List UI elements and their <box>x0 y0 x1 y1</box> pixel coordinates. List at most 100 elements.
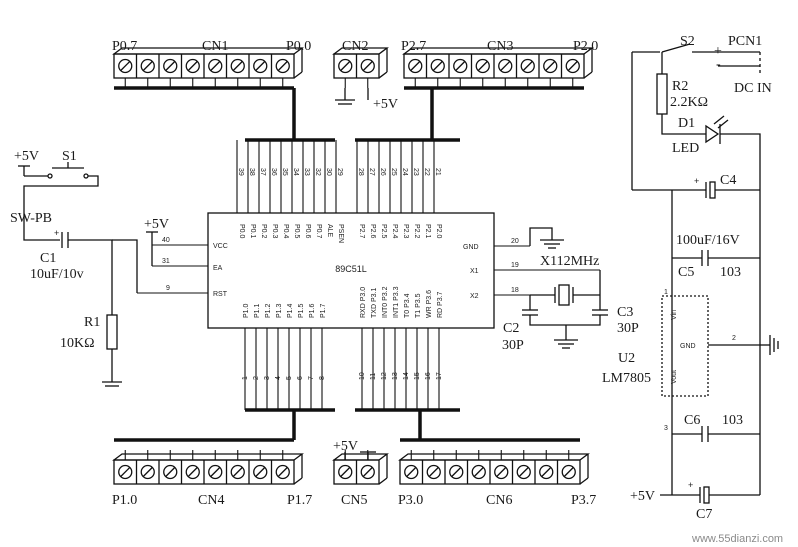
terminal-screw-icon <box>543 58 558 74</box>
terminal-screw-icon <box>275 464 290 480</box>
terminal-screw-icon <box>565 58 580 74</box>
terminal-screw-icon <box>230 58 245 74</box>
mcu-pin-x2: X2 <box>470 293 479 300</box>
reg-pin3: 3 <box>664 425 668 432</box>
cn5-name: CN5 <box>341 493 367 508</box>
mcu-pin-num-19: 19 <box>511 262 519 269</box>
cn2-name: CN2 <box>342 39 368 54</box>
mcu-pin-number: 25 <box>390 168 397 176</box>
mcu-pin-label: P1.3 <box>276 303 283 318</box>
watermark: www.55dianzi.com <box>691 533 783 545</box>
c3-value: 30P <box>617 321 639 336</box>
c2-capacitor-icon <box>522 309 538 316</box>
mcu-pin-label: P1.7 <box>320 303 327 318</box>
mcu-pin-number: 26 <box>379 168 386 176</box>
mcu-pin-number: 13 <box>392 372 399 380</box>
cn4-left-label: P1.0 <box>112 493 137 508</box>
minus-label: - <box>716 57 721 72</box>
cn3-right-label: P2.0 <box>573 39 598 54</box>
r2-label: R2 <box>672 79 688 94</box>
mcu-pin-label: ALE <box>326 224 333 238</box>
u2-label: U2 <box>618 351 635 366</box>
terminal-screw-icon <box>404 464 419 480</box>
reg-vin: Vin <box>671 310 678 320</box>
cn6-right-label: P3.7 <box>571 493 596 508</box>
terminal-screw-icon <box>430 58 445 74</box>
mcu-pin-number: 6 <box>297 376 304 380</box>
terminal-screw-icon <box>275 58 290 74</box>
cn5-vcc-label: +5V <box>333 439 358 454</box>
terminal-screw-icon <box>426 464 441 480</box>
c1-capacitor-icon: + <box>54 228 69 248</box>
terminal-screw-icon <box>185 464 200 480</box>
mcu-name: 89C51L <box>335 264 367 274</box>
mcu-pin-x1: X1 <box>470 268 479 275</box>
mcu-pin-label: P0.0 <box>238 224 245 239</box>
mcu-pin-number: 35 <box>281 168 288 176</box>
cn6-left-label: P3.0 <box>398 493 423 508</box>
terminal-screw-icon <box>475 58 490 74</box>
mcu-pin-label: INT0 P3.2 <box>382 286 389 318</box>
svg-text:+: + <box>688 480 693 490</box>
mcu-pin-num-20: 20 <box>511 238 519 245</box>
reg-pin1: 1 <box>664 289 668 296</box>
mcu-pin-number: 15 <box>414 372 421 380</box>
mcu-pin-number: 16 <box>425 372 432 380</box>
mcu-pin-number: 32 <box>314 168 321 176</box>
crystal-icon <box>554 284 574 306</box>
mcu-pin-label: P0.5 <box>293 224 300 239</box>
reg-vout: Vout <box>671 370 678 384</box>
r1-label: R1 <box>84 315 100 330</box>
mcu-pin-number: 7 <box>308 376 315 380</box>
c1-value: 10uF/10v <box>30 267 84 282</box>
mcu-pin-number: 21 <box>434 168 441 176</box>
reg-gnd: GND <box>680 343 696 350</box>
cn1-right-label: P0.0 <box>286 39 311 54</box>
mcu-pin-label: TXD P3.1 <box>371 288 378 318</box>
mcu-pin-label: P2.7 <box>358 224 365 239</box>
terminal-screw-icon <box>498 58 513 74</box>
c2-label: C2 <box>503 321 519 336</box>
mcu-pin-label: P0.7 <box>315 224 322 239</box>
mcu-pin-label: P2.1 <box>424 224 431 239</box>
c6-value: 103 <box>722 413 743 428</box>
cn3-block <box>402 47 594 88</box>
u2-type: LM7805 <box>602 371 651 386</box>
terminal-screw-icon <box>140 464 155 480</box>
c1-label: C1 <box>40 251 56 266</box>
mcu-pin-label: P1.1 <box>254 303 261 318</box>
mcu-pin-number: 8 <box>319 376 326 380</box>
cn4-name: CN4 <box>198 493 224 508</box>
mcu-pin-label: P1.4 <box>287 303 294 318</box>
terminal-screw-icon <box>208 464 223 480</box>
c5-capacitor-icon <box>701 250 709 266</box>
mcu-pin-label: P1.6 <box>309 303 316 318</box>
terminal-screw-icon <box>208 58 223 74</box>
c7-capacitor-icon: + <box>688 480 710 504</box>
terminal-screw-icon <box>230 464 245 480</box>
svg-text:+: + <box>694 176 699 186</box>
mcu-pin-number: 30 <box>325 168 332 176</box>
ground-icon <box>554 339 578 349</box>
c4-value: 100uF/16V <box>676 233 740 248</box>
mcu-pin-number: 12 <box>381 372 388 380</box>
sw-pb-label: SW-PB <box>10 211 52 226</box>
mcu-pin-number: 38 <box>248 168 255 176</box>
mcu-pin-number: 36 <box>270 168 277 176</box>
cn6-block <box>398 450 590 485</box>
mcu-pin-label: T0 P3.4 <box>404 293 411 318</box>
cn1-name: CN1 <box>202 39 228 54</box>
mcu-pin-label: P0.4 <box>282 224 289 239</box>
mcu-pin-number: 34 <box>292 168 299 176</box>
mcu-pin-number: 24 <box>401 168 408 176</box>
r1-resistor-icon <box>106 314 118 350</box>
mcu-pin-label: P0.2 <box>260 224 267 239</box>
mcu-pin-label: P2.2 <box>413 224 420 239</box>
mcu-pin-gnd: GND <box>463 244 479 251</box>
mcu-pin-label: WR P3.6 <box>426 290 433 318</box>
mcu-pin-label: P1.0 <box>243 303 250 318</box>
pushbutton-icon <box>47 162 89 179</box>
mcu-pin-label: RD P3.7 <box>437 291 444 318</box>
cn6-name: CN6 <box>486 493 512 508</box>
